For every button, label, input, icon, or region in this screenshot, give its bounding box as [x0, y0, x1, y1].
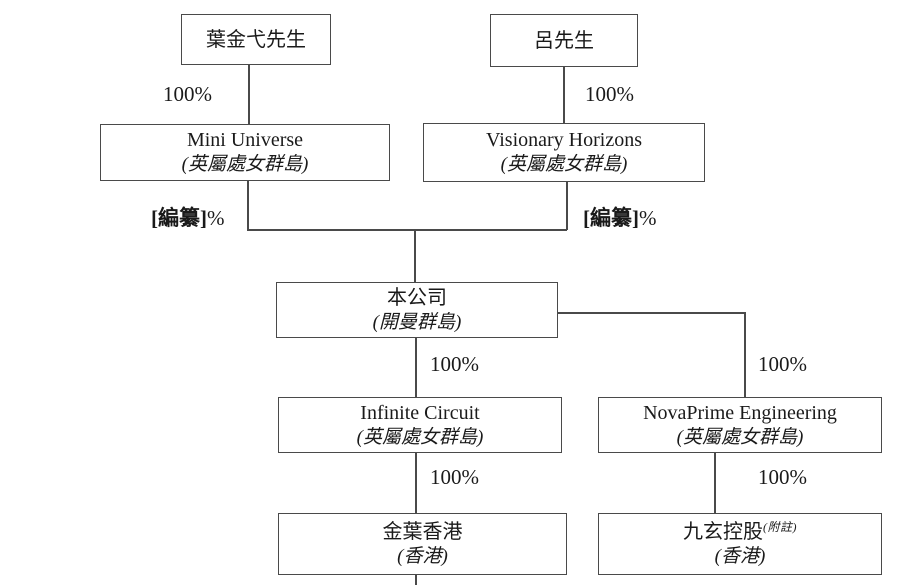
- node-novaprime-engineering-jurisdiction: (英屬處女群島): [676, 426, 804, 448]
- node-company-name: 本公司: [387, 286, 447, 309]
- node-visionary-horizons-name: Visionary Horizons: [486, 129, 642, 152]
- ownership-label-company-novaprime: 100%: [758, 352, 807, 376]
- ownership-label-mini-company-suffix: %: [207, 206, 225, 230]
- node-infinite-circuit-name: Infinite Circuit: [360, 401, 480, 424]
- node-mini-universe-name: Mini Universe: [186, 129, 304, 152]
- connector-person1-to-mini: [248, 65, 250, 124]
- ownership-label-person1-mini: 100%: [163, 82, 212, 106]
- ownership-label-infinite-goldleaf: 100%: [430, 465, 479, 489]
- node-novaprime-engineering-name: NovaPrime Engineering: [643, 401, 837, 424]
- node-jiuxuan-holdings-name: 九玄控股(附註): [683, 519, 797, 545]
- connector-company-to-novaprime: [744, 312, 746, 397]
- connector-infinite-to-goldleaf: [415, 453, 417, 513]
- node-person2-name: 呂先生: [534, 29, 594, 52]
- ownership-label-company-infinite: 100%: [430, 352, 479, 376]
- node-goldleaf-hk-jurisdiction: (香港): [397, 545, 448, 567]
- connector-merge-horizontal: [247, 229, 567, 231]
- node-goldleaf-hk-name: 金葉香港: [382, 520, 463, 543]
- ownership-label-mini-company: [編纂]%: [151, 202, 225, 232]
- ownership-label-visionary-company-suffix: %: [639, 206, 657, 230]
- connector-visionary-down: [566, 182, 568, 230]
- node-visionary-horizons: Visionary Horizons (英屬處女群島): [423, 123, 705, 182]
- node-person1: 葉金弋先生: [181, 14, 331, 65]
- ownership-label-person2-visionary: 100%: [585, 82, 634, 106]
- connector-novaprime-to-jiuxuan: [714, 453, 716, 513]
- ownership-label-novaprime-jiuxuan: 100%: [758, 465, 807, 489]
- ownership-label-visionary-company-bold: [編纂]: [583, 206, 639, 230]
- connector-company-right-horizontal: [558, 312, 745, 314]
- ownership-label-visionary-company: [編纂]%: [583, 202, 657, 232]
- node-jiuxuan-holdings: 九玄控股(附註) (香港): [598, 513, 882, 575]
- connector-mini-down: [247, 181, 249, 230]
- node-mini-universe-jurisdiction: (英屬處女群島): [181, 154, 309, 176]
- ownership-label-mini-company-bold: [編纂]: [151, 206, 207, 230]
- node-company-jurisdiction: (開曼群島): [372, 311, 462, 333]
- connector-goldleaf-down: [415, 575, 417, 585]
- connector-person2-to-visionary: [563, 67, 565, 123]
- node-mini-universe: Mini Universe (英屬處女群島): [100, 124, 390, 181]
- node-goldleaf-hk: 金葉香港 (香港): [278, 513, 567, 575]
- connector-merge-to-company: [414, 229, 416, 282]
- node-person1-name: 葉金弋先生: [206, 28, 306, 51]
- node-jiuxuan-holdings-note: (附註): [763, 519, 797, 534]
- node-infinite-circuit-jurisdiction: (英屬處女群島): [356, 426, 484, 448]
- node-jiuxuan-holdings-jurisdiction: (香港): [714, 545, 766, 567]
- node-novaprime-engineering: NovaPrime Engineering (英屬處女群島): [598, 397, 882, 453]
- node-company: 本公司 (開曼群島): [276, 282, 558, 338]
- node-person2: 呂先生: [490, 14, 638, 67]
- node-visionary-horizons-jurisdiction: (英屬處女群島): [500, 154, 628, 176]
- node-infinite-circuit: Infinite Circuit (英屬處女群島): [278, 397, 562, 453]
- connector-company-to-infinite: [415, 338, 417, 397]
- node-jiuxuan-holdings-name-text: 九玄控股: [683, 520, 763, 543]
